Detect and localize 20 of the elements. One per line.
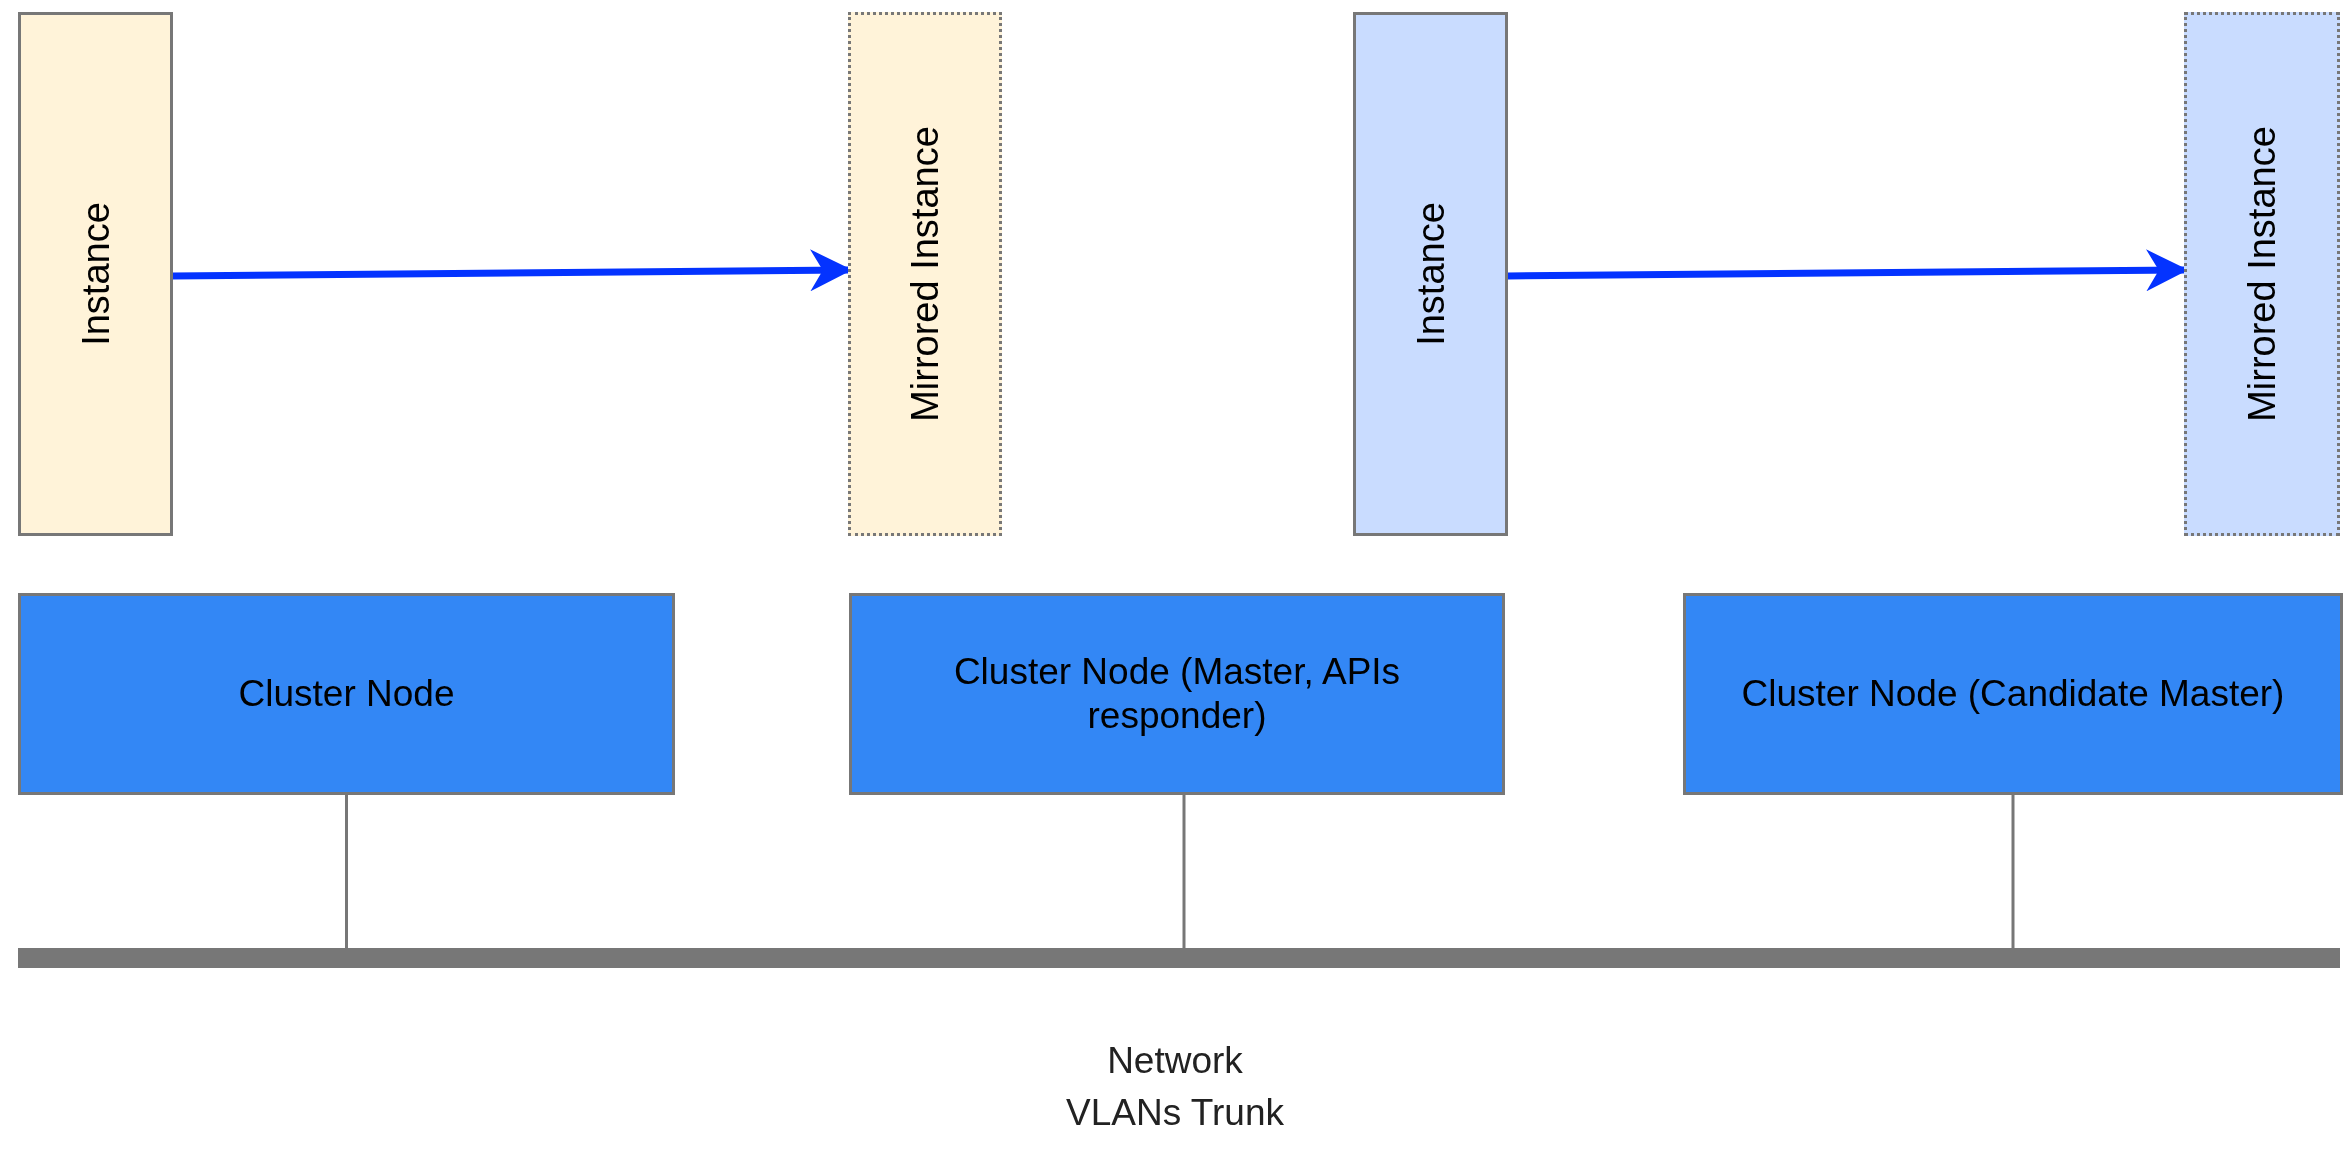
node-label: Mirrored Instance [2240, 126, 2284, 422]
node-label: Cluster Node (Master, APIs responder) [952, 649, 1402, 738]
connector-line [1182, 795, 1186, 948]
node-label: Instance [74, 202, 117, 346]
instance-box [18, 12, 173, 536]
node-label: Instance [1409, 202, 1452, 346]
instance-box [848, 12, 1002, 536]
cluster-node-box [849, 593, 1505, 795]
node-label: Cluster Node [237, 671, 456, 716]
network-bar [18, 948, 2340, 968]
connector-line [2011, 795, 2015, 948]
node-label: Cluster Node (Candidate Master) [1740, 671, 2286, 716]
node-label: Mirrored Instance [903, 126, 947, 422]
cluster-node-box [1683, 593, 2343, 795]
connector-line [345, 795, 348, 948]
instance-box [2184, 12, 2340, 536]
network-label: VLANs Trunk [1065, 1092, 1285, 1134]
cluster-node-box [18, 593, 675, 795]
network-label: Network [1106, 1040, 1244, 1082]
instance-box [1353, 12, 1508, 536]
